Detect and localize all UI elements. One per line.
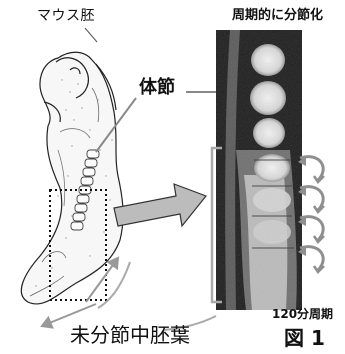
segmentation-micrograph <box>216 30 302 310</box>
zoom-arrow-icon <box>114 184 206 226</box>
mouse-embryo-label: マウス胚 <box>37 9 95 23</box>
presomitic-mesoderm-label: 未分節中胚葉 <box>70 325 190 345</box>
mouse-embryo-drawing <box>21 52 123 304</box>
mouse-label-leader <box>85 28 97 42</box>
figure-number: 図 1 <box>284 328 325 348</box>
periodic-segmentation-label: 周期的に分節化 <box>232 9 323 22</box>
period-label: 120分周期 <box>272 308 333 320</box>
psm-leader-embryo <box>98 262 130 308</box>
somite-label: 体節 <box>139 79 175 97</box>
